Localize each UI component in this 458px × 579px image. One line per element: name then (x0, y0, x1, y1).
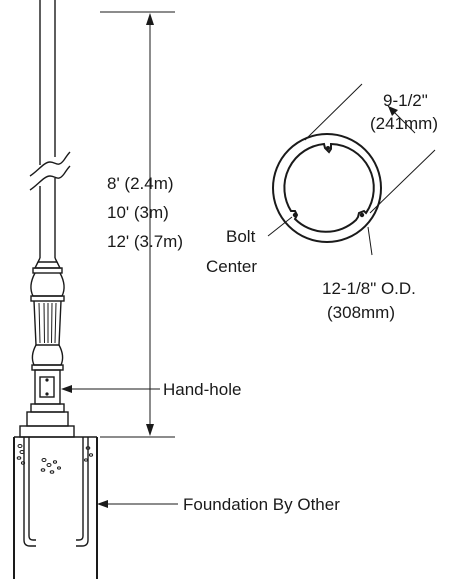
bolt-center-label-line1: Bolt (226, 227, 256, 246)
outer-diameter-imperial: 12-1/8" O.D. (322, 279, 416, 298)
pole-decorative-base (19, 257, 75, 438)
bolt-hole-left (292, 212, 298, 218)
bolt-circle-metric: (241mm) (370, 114, 438, 133)
bolt-circle-imperial: 9-1/2" (383, 91, 428, 110)
height-option-8ft: 8' (2.4m) (107, 174, 174, 193)
pole-break-symbol (29, 151, 71, 191)
outer-diameter-metric: (308mm) (327, 303, 395, 322)
foundation (13, 436, 98, 579)
foundation-leader (97, 500, 178, 508)
bolt-center-leader (267, 216, 293, 237)
height-option-10ft: 10' (3m) (107, 203, 169, 222)
hand-hole-label: Hand-hole (163, 380, 241, 399)
height-option-12ft: 12' (3.7m) (107, 232, 183, 251)
bolt-hole-top (326, 146, 330, 150)
bolt-center-label-line2: Center (206, 257, 257, 276)
bolt-circle-dimension (304, 83, 436, 214)
bolt-hole-right (359, 212, 365, 218)
foundation-label: Foundation By Other (183, 495, 340, 514)
height-dimension (100, 11, 175, 438)
outer-diameter-leader (367, 226, 373, 256)
concrete-aggregate (16, 444, 94, 474)
base-plate-plan (272, 133, 382, 243)
hand-hole-leader (61, 385, 160, 393)
pole-shaft (39, 0, 56, 258)
